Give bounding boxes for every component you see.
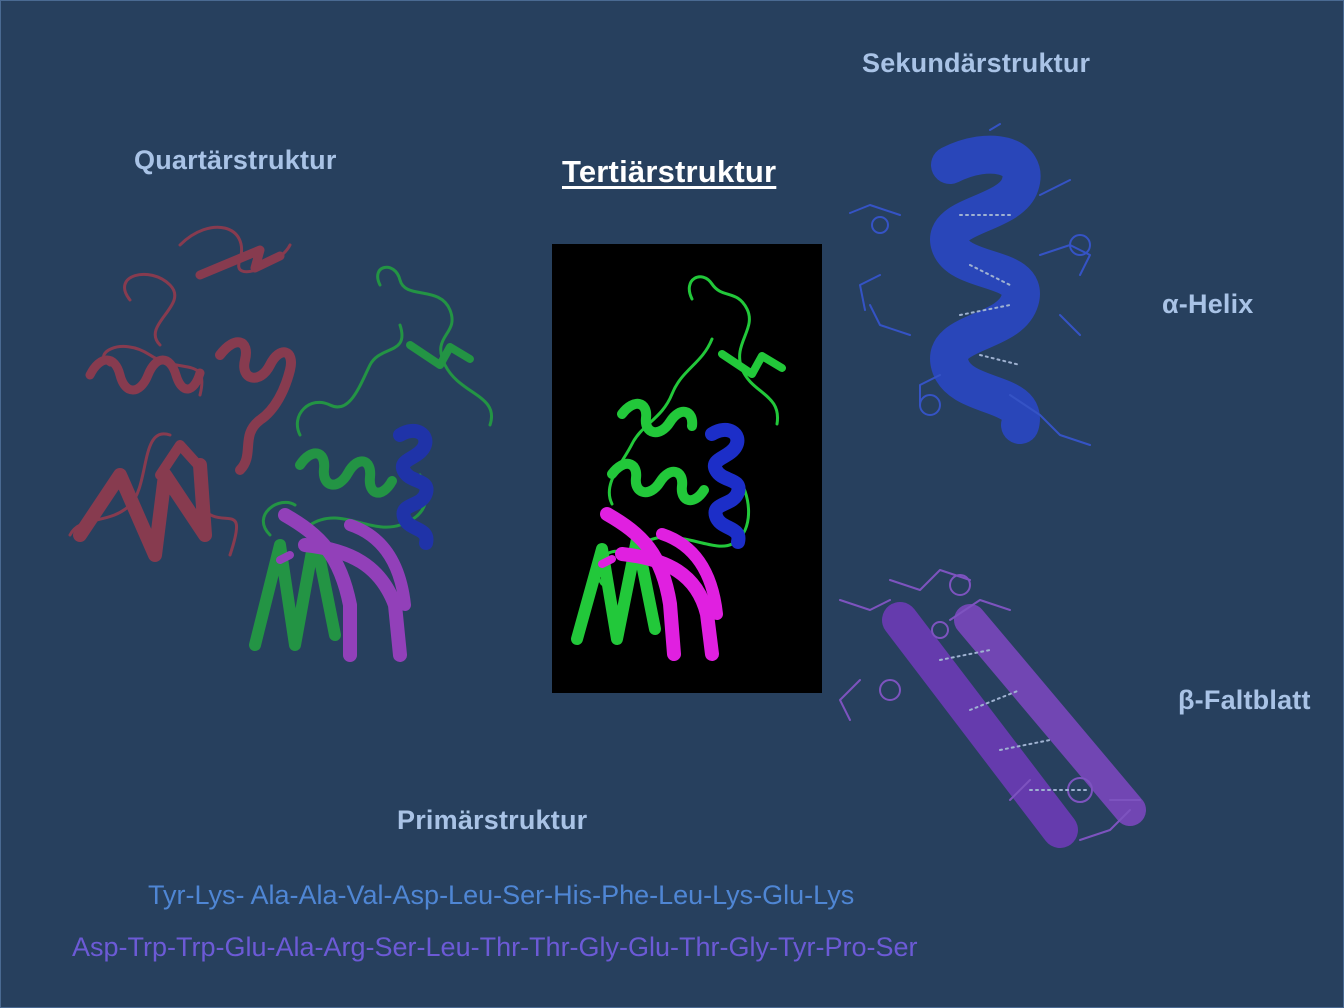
sequence-line-1: Tyr-Lys- Ala-Ala-Val-Asp-Leu-Ser-His-Phe… [148, 880, 855, 910]
blue-helix [705, 422, 746, 549]
label-sekundaerstruktur: Sekundärstruktur [862, 48, 1091, 78]
red-chain [68, 225, 296, 562]
label-alpha-helix: α-Helix [1162, 289, 1254, 319]
label-quartaerstruktur: Quartärstruktur [134, 145, 337, 175]
magenta-strands [598, 507, 723, 661]
label-beta-faltblatt: β-Faltblatt [1178, 685, 1311, 715]
label-tertiaerstruktur: Tertiärstruktur [562, 154, 777, 189]
sheet-strand-2 [954, 604, 1146, 826]
label-primaerstruktur: Primärstruktur [397, 805, 588, 835]
green-chain [249, 265, 494, 651]
sequence-line-2: Asp-Trp-Trp-Glu-Ala-Arg-Ser-Leu-Thr-Thr-… [72, 932, 918, 962]
green-chain [571, 275, 786, 645]
beta-sheet-image [830, 560, 1160, 860]
tertiary-structure-image [552, 244, 822, 693]
helix-ribbon [930, 135, 1041, 444]
blue-helix [393, 423, 434, 550]
quaternary-structure-image [50, 205, 510, 685]
sheet-strand-1 [882, 602, 1078, 848]
magenta-strands [276, 508, 411, 662]
alpha-helix-image [840, 115, 1110, 475]
